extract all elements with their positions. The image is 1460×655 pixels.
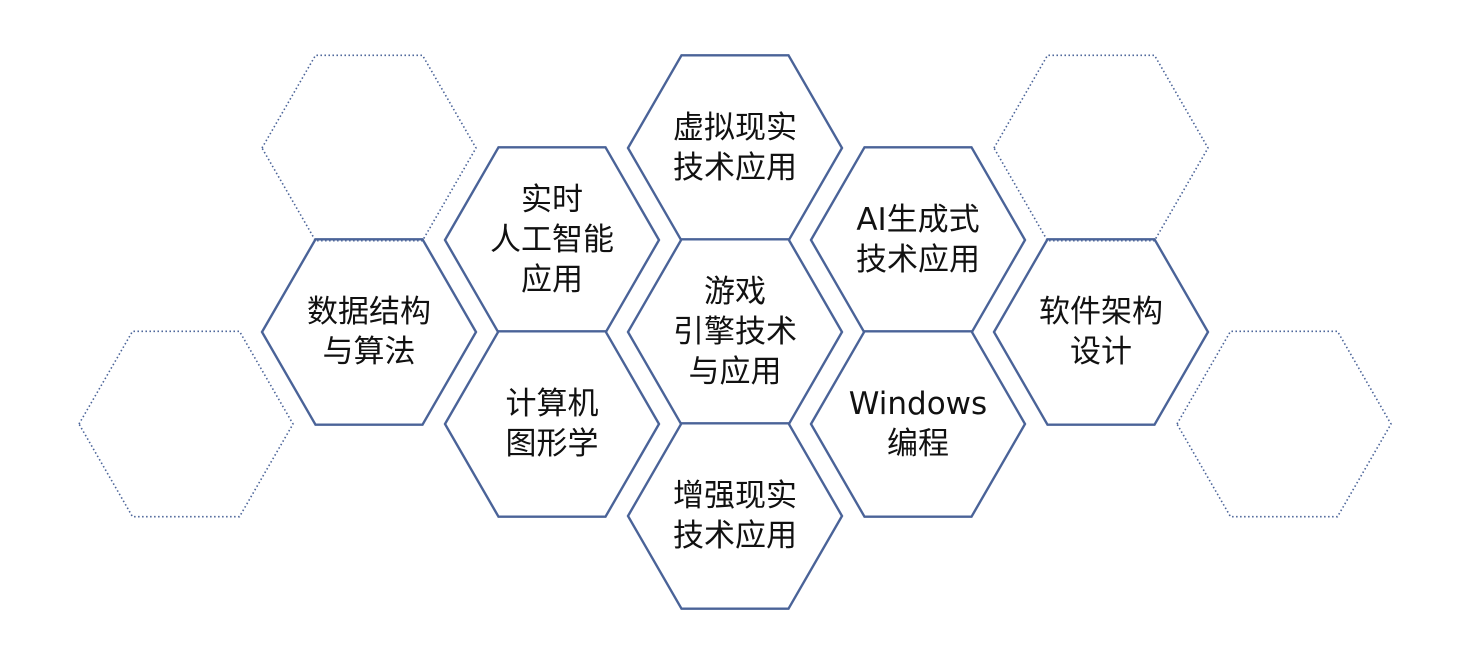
hex-label-line: 设计 (1070, 334, 1132, 370)
hex-label-line: 数据结构 (307, 294, 431, 330)
hex-label-data-structures: 数据结构 与算法 (269, 292, 469, 372)
empty-hexagon (1176, 330, 1392, 518)
hex-label-line: 实时 (521, 182, 583, 218)
empty-hexagon (993, 54, 1209, 242)
hexagon-graphics (443, 330, 661, 518)
hex-label-line: 引擎技术 (673, 314, 797, 350)
hex-label-line: 增强现实 (673, 478, 797, 514)
hex-label-genai: AI生成式 技术应用 (818, 200, 1018, 280)
hex-label-line: 虚拟现实 (673, 110, 797, 146)
hex-label-vr: 虚拟现实 技术应用 (635, 108, 835, 188)
hex-label-line: 技术应用 (673, 150, 797, 186)
hex-label-line: 人工智能 (490, 222, 614, 258)
hex-label-line: AI生成式 (856, 202, 980, 238)
hex-label-graphics: 计算机 图形学 (452, 384, 652, 464)
hex-label-line: 软件架构 (1039, 294, 1163, 330)
hex-label-line: 应用 (521, 262, 583, 298)
hexagon-ar (626, 422, 844, 610)
hexagon-windows (809, 330, 1027, 518)
hex-label-line: 计算机 (505, 386, 599, 422)
hex-label-software-arch: 软件架构 设计 (1001, 292, 1201, 372)
hex-label-ar: 增强现实 技术应用 (635, 476, 835, 556)
hex-label-line: Windows (848, 386, 988, 422)
hex-label-game-engine: 游戏 引擎技术 与应用 (635, 272, 835, 392)
empty-hexagon (261, 54, 477, 242)
hex-label-line: 编程 (887, 426, 949, 462)
hex-label-line: 技术应用 (856, 242, 980, 278)
hex-label-line: 图形学 (505, 426, 599, 462)
hex-label-windows: Windows 编程 (818, 384, 1018, 464)
hex-label-line: 游戏 (704, 274, 766, 310)
hex-label-realtime-ai: 实时 人工智能 应用 (452, 180, 652, 300)
hex-label-line: 技术应用 (673, 518, 797, 554)
hex-label-line: 与算法 (322, 334, 416, 370)
empty-hexagon (78, 330, 294, 518)
hex-label-line: 与应用 (688, 354, 782, 390)
